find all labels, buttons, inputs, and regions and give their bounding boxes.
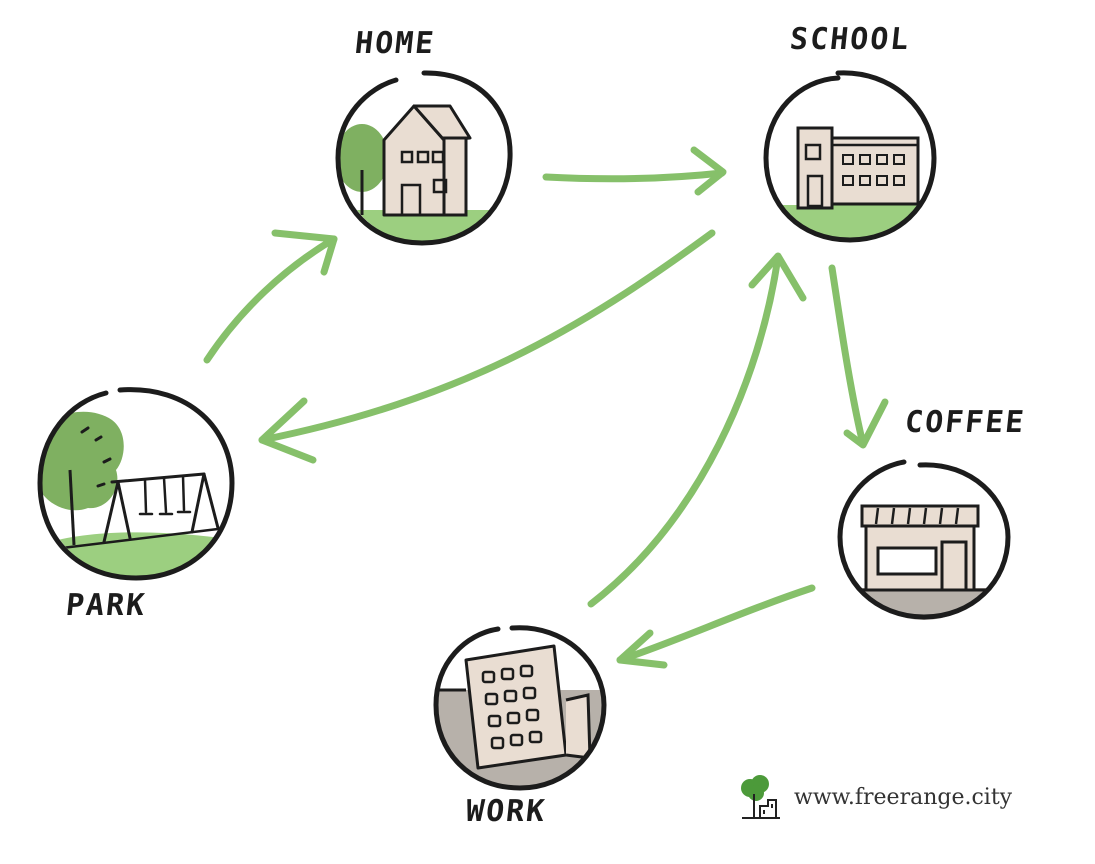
park-node (37, 387, 235, 581)
work-label: WORK (464, 794, 549, 829)
brand-url[interactable]: www.freerange.city (794, 784, 1013, 810)
home-node (335, 70, 513, 246)
school-label: SCHOOL (788, 22, 913, 57)
coffee-label: COFFEE (903, 405, 1028, 440)
tree-building-logo-icon (741, 775, 780, 819)
arrow-work-to-school (587, 252, 807, 608)
arrow-park-to-home (203, 229, 338, 364)
arrow-school-to-park (258, 229, 716, 464)
arrow-home-to-school (542, 146, 727, 196)
brand-footer: www.freerange.city (738, 774, 1012, 820)
arrow-coffee-to-work (616, 584, 816, 669)
park-label: PARK (64, 588, 149, 623)
school-node (763, 70, 937, 243)
coffee-node (837, 459, 1011, 620)
work-node (433, 625, 607, 791)
home-label: HOME (353, 26, 438, 61)
arrow-school-to-coffee (828, 264, 889, 449)
